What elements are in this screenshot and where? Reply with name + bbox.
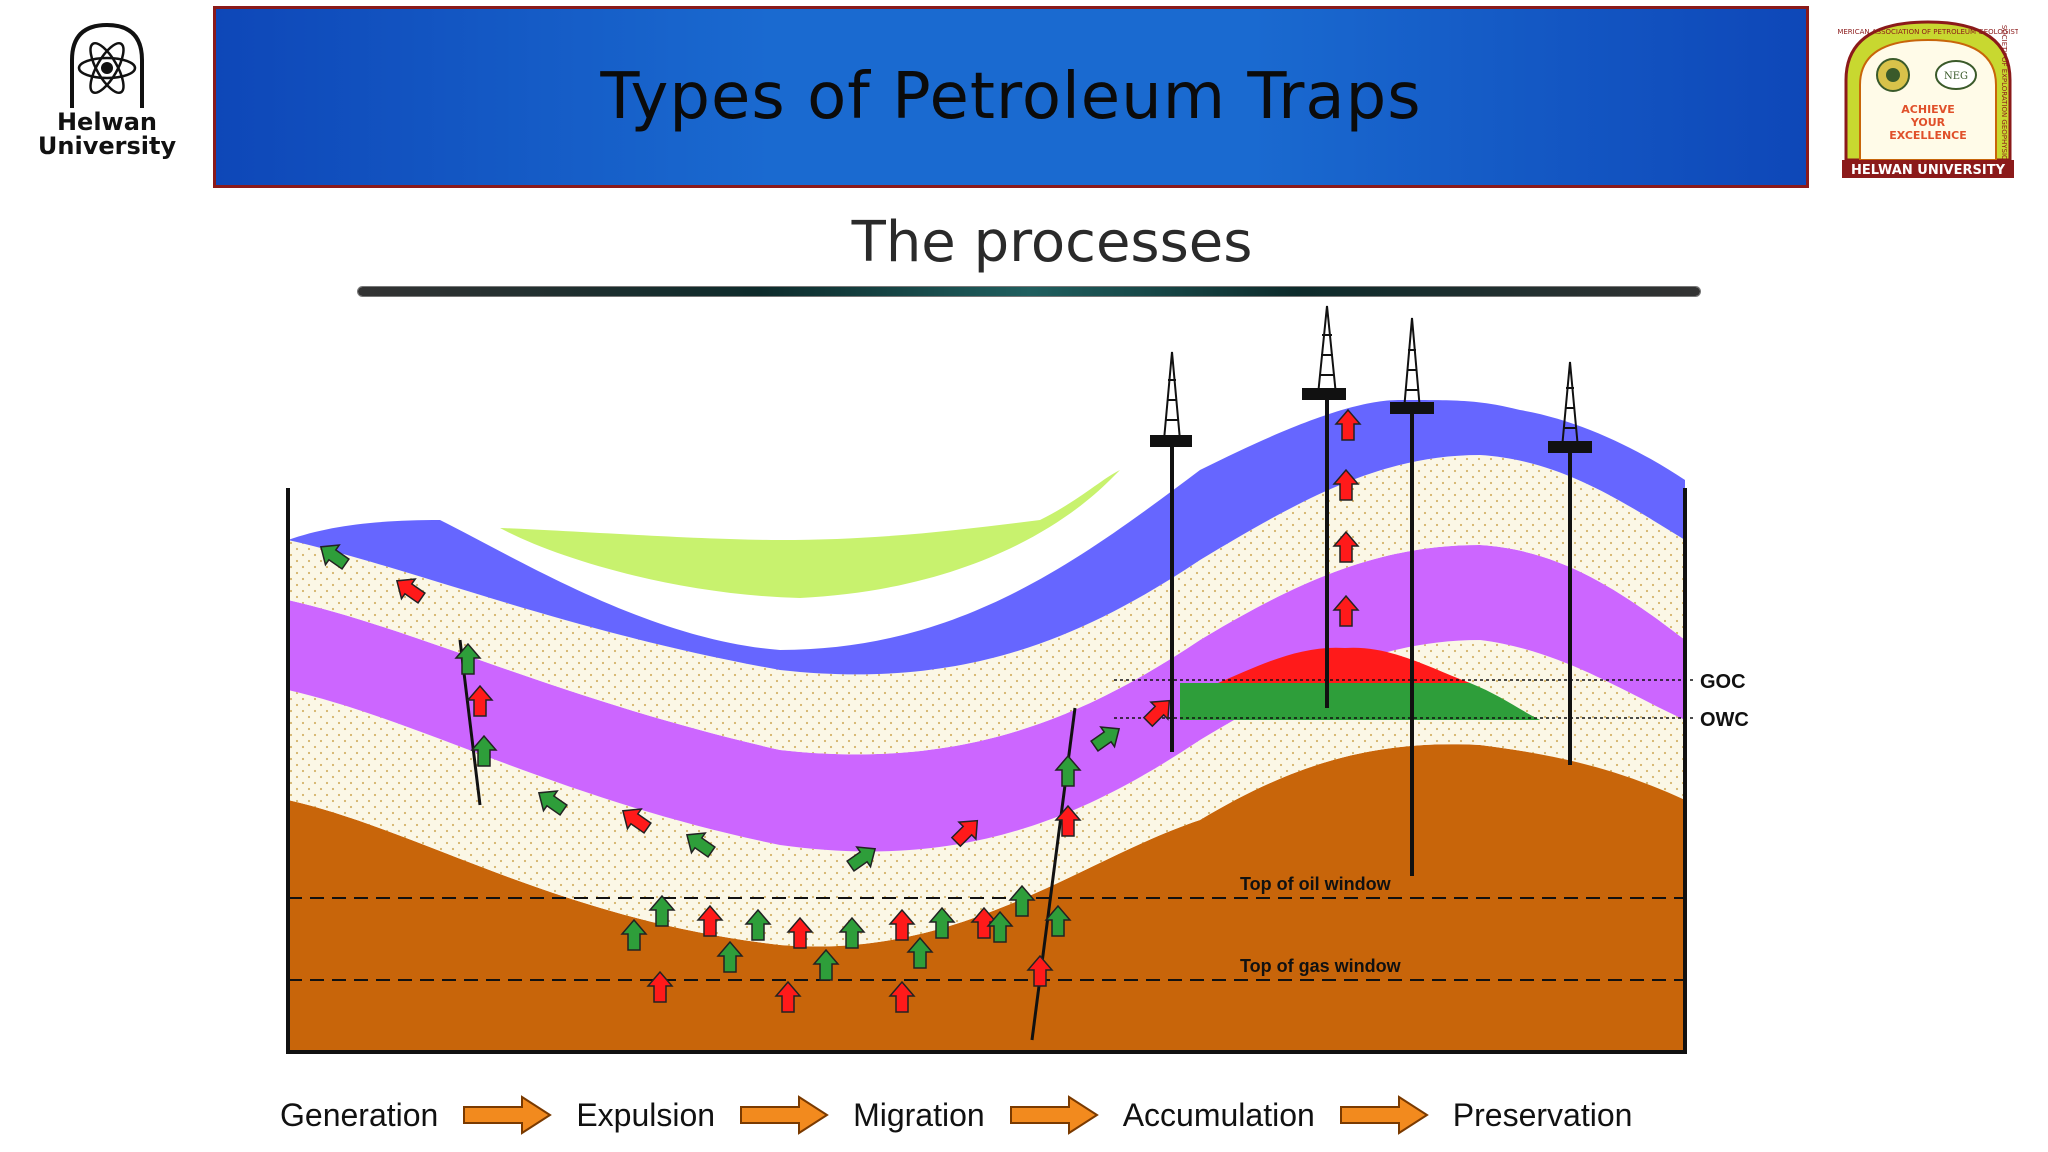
helwan-university-logo: Helwan University: [22, 20, 192, 170]
motto-line1: ACHIEVE: [1901, 103, 1954, 116]
migration-arrows: [319, 544, 1171, 872]
red-arrow-icon: [888, 980, 916, 1013]
red-arrow-icon: [1142, 699, 1171, 728]
petroleum-system-cross-section: Top of oil window Top of gas window GOC …: [286, 300, 1749, 1054]
green-arrow-icon: [620, 918, 648, 951]
red-arrow-icon: [1026, 954, 1054, 987]
red-arrow-icon: [395, 578, 426, 604]
title-divider: [358, 287, 1700, 296]
well-2: [1302, 305, 1346, 708]
red-arrow-icon: [1332, 594, 1360, 627]
title-banner: Types of Petroleum Traps: [213, 6, 1809, 188]
green-arrow-icon: [1008, 884, 1036, 917]
flow-arrow-icon: [740, 1095, 829, 1135]
flow-arrow-icon: [463, 1095, 553, 1135]
owc-label: OWC: [1700, 709, 1749, 731]
step-accumulation: Accumulation: [1122, 1096, 1315, 1133]
motto-line3: EXCELLENCE: [1889, 129, 1967, 142]
goc-label: GOC: [1700, 671, 1746, 693]
seg-arc-text: SOCIETY OF EXPLORATION GEOPHYSICISTS: [2000, 25, 2008, 176]
green-arrow-icon: [986, 910, 1014, 943]
green-arrow-icon: [1090, 726, 1121, 752]
step-expulsion: Expulsion: [576, 1096, 716, 1133]
oil-accumulation: [1180, 683, 1540, 720]
logo-university-label: HELWAN UNIVERSITY: [1851, 163, 2006, 178]
green-arrow-icon: [838, 916, 866, 949]
red-arrow-icon: [786, 916, 814, 949]
neg-emblem-text: NEG: [1944, 71, 1968, 82]
gas-accumulation: [1218, 647, 1470, 683]
flow-arrow-icon: [1339, 1095, 1429, 1135]
green-arrow-icon: [928, 906, 956, 939]
green-arrow-icon: [744, 908, 772, 941]
green-arrow-icon: [319, 544, 350, 570]
green-arrow-icon: [454, 642, 482, 675]
red-arrow-icon: [1332, 468, 1360, 501]
red-arrow-icon: [888, 908, 916, 941]
section-frame: [286, 488, 1687, 1054]
green-arrow-icon: [846, 846, 877, 872]
red-arrow-icon: [696, 904, 724, 937]
page-title: Types of Petroleum Traps: [600, 60, 1422, 134]
section-subtitle: The processes: [851, 210, 1253, 275]
green-arrow-icon: [906, 936, 934, 969]
green-arrow-icon: [470, 734, 498, 767]
gas-window-label: Top of gas window: [1240, 956, 1402, 976]
oil-window-label: Top of oil window: [1240, 874, 1392, 894]
step-migration: Migration: [853, 1096, 985, 1133]
green-arrow-icon: [537, 790, 568, 816]
logo-text-line1: Helwan: [56, 108, 158, 136]
step-generation: Generation: [280, 1096, 439, 1133]
source-rock-layer: [288, 744, 1685, 1052]
green-arrow-icon: [716, 940, 744, 973]
flow-arrow-icon: [1009, 1095, 1099, 1135]
red-arrow-icon: [970, 906, 998, 939]
red-arrow-icon: [621, 808, 652, 834]
logo-text-line2: University: [37, 132, 177, 160]
process-flow: Generation Expulsion Migration Accumulat…: [280, 1085, 1680, 1145]
well-3: [1390, 317, 1434, 876]
step-preservation: Preservation: [1452, 1096, 1633, 1133]
red-arrow-icon: [950, 819, 979, 848]
red-arrow-icon: [466, 684, 494, 717]
red-arrow-icon: [646, 970, 674, 1003]
basin-infill-layer: [500, 470, 1120, 598]
green-arrow-icon: [1054, 754, 1082, 787]
green-arrow-icon: [685, 832, 716, 858]
red-arrow-icon: [1332, 530, 1360, 563]
motto-line2: YOUR: [1910, 116, 1946, 129]
generation-expulsion-arrows: [454, 408, 1362, 1013]
purple-seal-layer: [288, 545, 1685, 852]
aapg-arc-text: AMERICAN ASSOCIATION OF PETROLEUM GEOLOG…: [1838, 28, 2018, 36]
red-arrow-icon: [1054, 804, 1082, 837]
red-arrow-icon: [774, 980, 802, 1013]
well-4: [1548, 361, 1592, 765]
well-1: [1150, 351, 1192, 752]
neg-seal: [1935, 60, 1977, 90]
red-arrow-icon: [1334, 408, 1362, 441]
blue-seal-layer: [288, 400, 1685, 675]
green-arrow-icon: [812, 948, 840, 981]
green-arrow-icon: [1044, 904, 1072, 937]
aapg-seg-chapter-logo: AMERICAN ASSOCIATION OF PETROLEUM GEOLOG…: [1833, 10, 2024, 180]
green-arrow-icon: [648, 894, 676, 927]
atom-emblem-icon: [70, 22, 144, 108]
middle-reservoir-sand: [288, 455, 1685, 755]
